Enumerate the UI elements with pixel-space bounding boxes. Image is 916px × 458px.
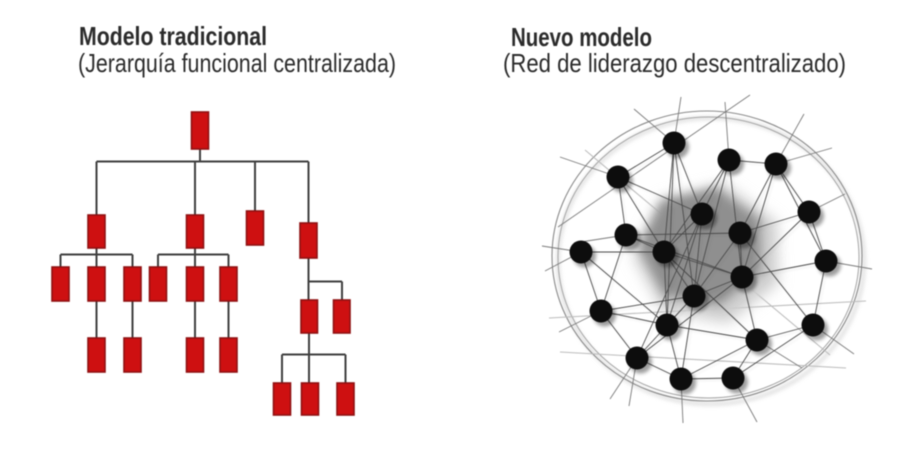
svg-text:(Jerarquía funcional centraliz: (Jerarquía funcional centralizada) — [78, 48, 396, 78]
svg-text:Nuevo modelo: Nuevo modelo — [511, 22, 652, 52]
svg-text:(Red de liderazgo descentraliz: (Red de liderazgo descentralizado) — [503, 48, 846, 78]
svg-text:Modelo tradicional: Modelo tradicional — [79, 21, 267, 51]
